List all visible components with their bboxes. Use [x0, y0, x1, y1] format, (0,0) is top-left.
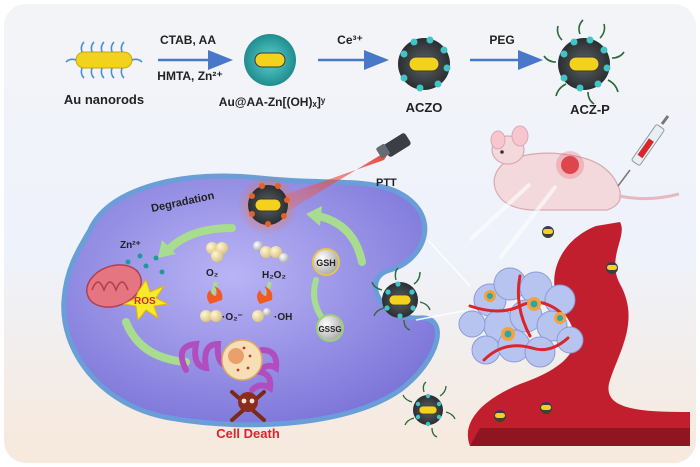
ptt-label: PTT	[376, 177, 397, 189]
au-aa-zn-particle-icon	[244, 34, 296, 86]
skull-icon	[230, 390, 266, 422]
hydroxyl-label: ·OH	[274, 312, 292, 323]
au-nanorod-icon	[65, 41, 143, 79]
nucleus-icon	[221, 339, 263, 381]
gsh-label: GSH	[316, 258, 336, 268]
mouse-icon	[490, 125, 680, 211]
zn-label: Zn²⁺	[120, 240, 141, 251]
arrow1-bottom-label: HMTA, Zn²⁺	[157, 69, 222, 83]
acz-p-label: ACZ-P	[570, 102, 610, 117]
h2o2-molecule-icon	[253, 241, 289, 263]
syringe-icon	[617, 115, 670, 187]
acz-p-particle-in-tissue-icon	[371, 267, 431, 331]
acz-p-particle-circulating-icon	[402, 381, 456, 438]
au-aa-zn-label: Au@AA-Zn[(OH)ₓ]ʸ	[219, 95, 326, 109]
h2o2-label: H₂O₂	[262, 270, 286, 281]
gssg-sphere	[316, 314, 344, 342]
arrow1-top-label: CTAB, AA	[160, 33, 216, 47]
endoplasmic-reticulum-icon	[178, 340, 280, 393]
superoxide-label: ·O₂⁻	[222, 312, 243, 323]
o2-label: O₂	[206, 268, 218, 279]
aczo-particle-icon	[398, 36, 451, 92]
mitochondrion-icon	[86, 264, 142, 308]
aczo-label: ACZO	[406, 100, 443, 115]
o2-molecule-icon	[206, 242, 228, 262]
laser-beam	[270, 148, 392, 210]
hydroxyl-icon	[252, 286, 273, 322]
ros-burst-icon	[122, 278, 170, 322]
arrow2-top-label: Ce³⁺	[337, 33, 363, 47]
superoxide-icon	[200, 286, 223, 322]
gssg-label: GSSG	[318, 325, 341, 334]
au-nanorods-label: Au nanorods	[64, 92, 144, 107]
laser-device-icon	[376, 133, 411, 158]
degradation-arrow	[164, 224, 236, 254]
gsh-sphere	[312, 248, 340, 276]
arrow3-top-label: PEG	[489, 33, 514, 47]
acz-p-particle-icon	[543, 19, 625, 105]
cell-death-label: Cell Death	[216, 426, 280, 441]
vessel-particles-icon	[494, 226, 618, 422]
tumor-cluster-icon	[458, 267, 584, 368]
ros-label: ROS	[134, 296, 156, 307]
heated-particle-icon	[238, 175, 298, 235]
